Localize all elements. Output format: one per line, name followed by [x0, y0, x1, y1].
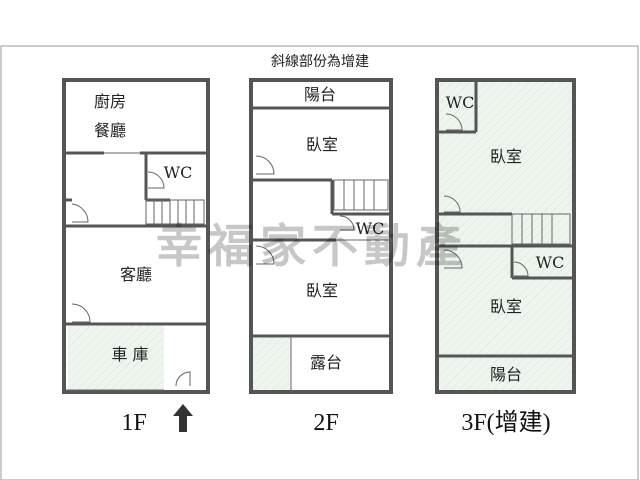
page-frame [0, 45, 639, 480]
stairs-1f [145, 199, 205, 225]
outer-wall-1f [62, 78, 210, 394]
floor-label-3f: 3F(增建) [461, 409, 550, 436]
room-bedroom-front-2f: 臥室 [306, 135, 338, 154]
room-bedroom-back-2f: 臥室 [306, 281, 338, 300]
outer-wall-2f [249, 78, 393, 394]
floor-label-2f: 2F [313, 410, 338, 436]
addition-note: 斜線部份為增建 [271, 54, 369, 70]
room-balcony-3f: 陽台 [490, 365, 522, 384]
addition-area-garage [68, 326, 164, 390]
watermark-text: 幸福家不動產 [156, 219, 468, 273]
room-terrace-2f: 露台 [310, 353, 342, 372]
room-wc-2f: WC [356, 219, 385, 238]
room-wc-top-3f: WC [446, 93, 475, 112]
floor-3f: WC 臥室 WC 臥室 陽台 [435, 78, 576, 394]
floor-1f: 廚房 餐廳 WC 客廳 車 庫 [62, 78, 210, 394]
room-bedroom-back-3f: 臥室 [490, 297, 522, 316]
floor-2f: 陽台 臥室 WC 臥室 露台 [249, 78, 393, 394]
room-wc-mid-3f: WC [536, 253, 565, 272]
room-wc-1f: WC [164, 163, 193, 182]
room-kitchen-1f: 廚房 [94, 92, 126, 111]
floor-label-1f: 1F [121, 410, 146, 436]
room-living-1f: 客廳 [120, 265, 152, 284]
addition-area-terrace [253, 338, 291, 390]
room-dining-1f: 餐廳 [94, 121, 126, 140]
room-bedroom-front-3f: 臥室 [490, 147, 522, 166]
stairs-2f [333, 179, 389, 211]
room-garage-1f: 車 庫 [111, 345, 148, 364]
room-balcony-2f: 陽台 [304, 85, 336, 104]
stairs-3f [511, 213, 571, 245]
entrance-arrow-icon [173, 404, 193, 432]
outer-wall-3f [435, 78, 576, 394]
